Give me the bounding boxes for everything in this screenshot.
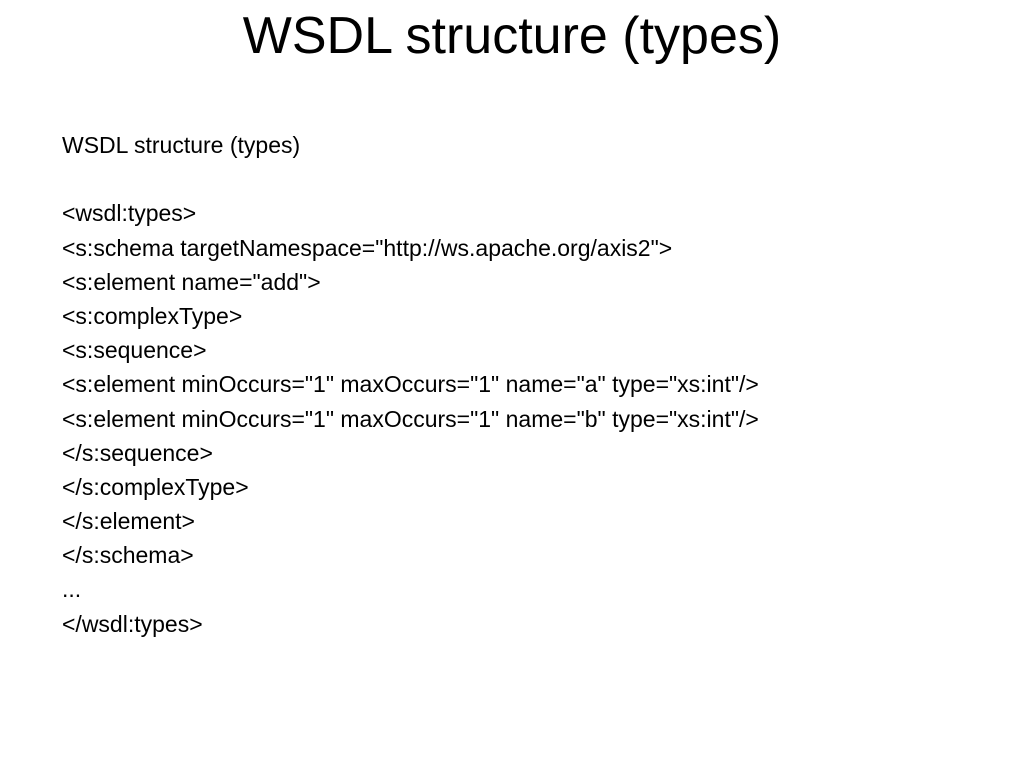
code-line: </s:element> — [62, 508, 195, 535]
code-line: <wsdl:types> — [62, 200, 197, 227]
code-line: </s:sequence> — [62, 439, 213, 466]
slide-title: WSDL structure (types) — [242, 7, 782, 65]
code-line: </s:schema> — [62, 542, 194, 569]
code-line: <s:element name="add"> — [62, 268, 321, 295]
code-line: <s:schema targetNamespace="http://ws.apa… — [62, 234, 673, 261]
code-line: </s:complexType> — [62, 473, 249, 500]
blank-line — [62, 162, 1002, 196]
slide-body: WSDL structure (types) <wsdl:types> <s:s… — [62, 128, 1002, 641]
code-line: <s:element minOccurs="1" maxOccurs="1" n… — [62, 371, 759, 398]
code-line: <s:sequence> — [62, 337, 207, 364]
code-line: <s:complexType> — [62, 302, 243, 329]
code-line: ... — [62, 576, 82, 603]
code-line: <s:element minOccurs="1" maxOccurs="1" n… — [62, 405, 759, 432]
body-heading: WSDL structure (types) — [62, 132, 301, 158]
code-line: </wsdl:types> — [62, 610, 203, 637]
